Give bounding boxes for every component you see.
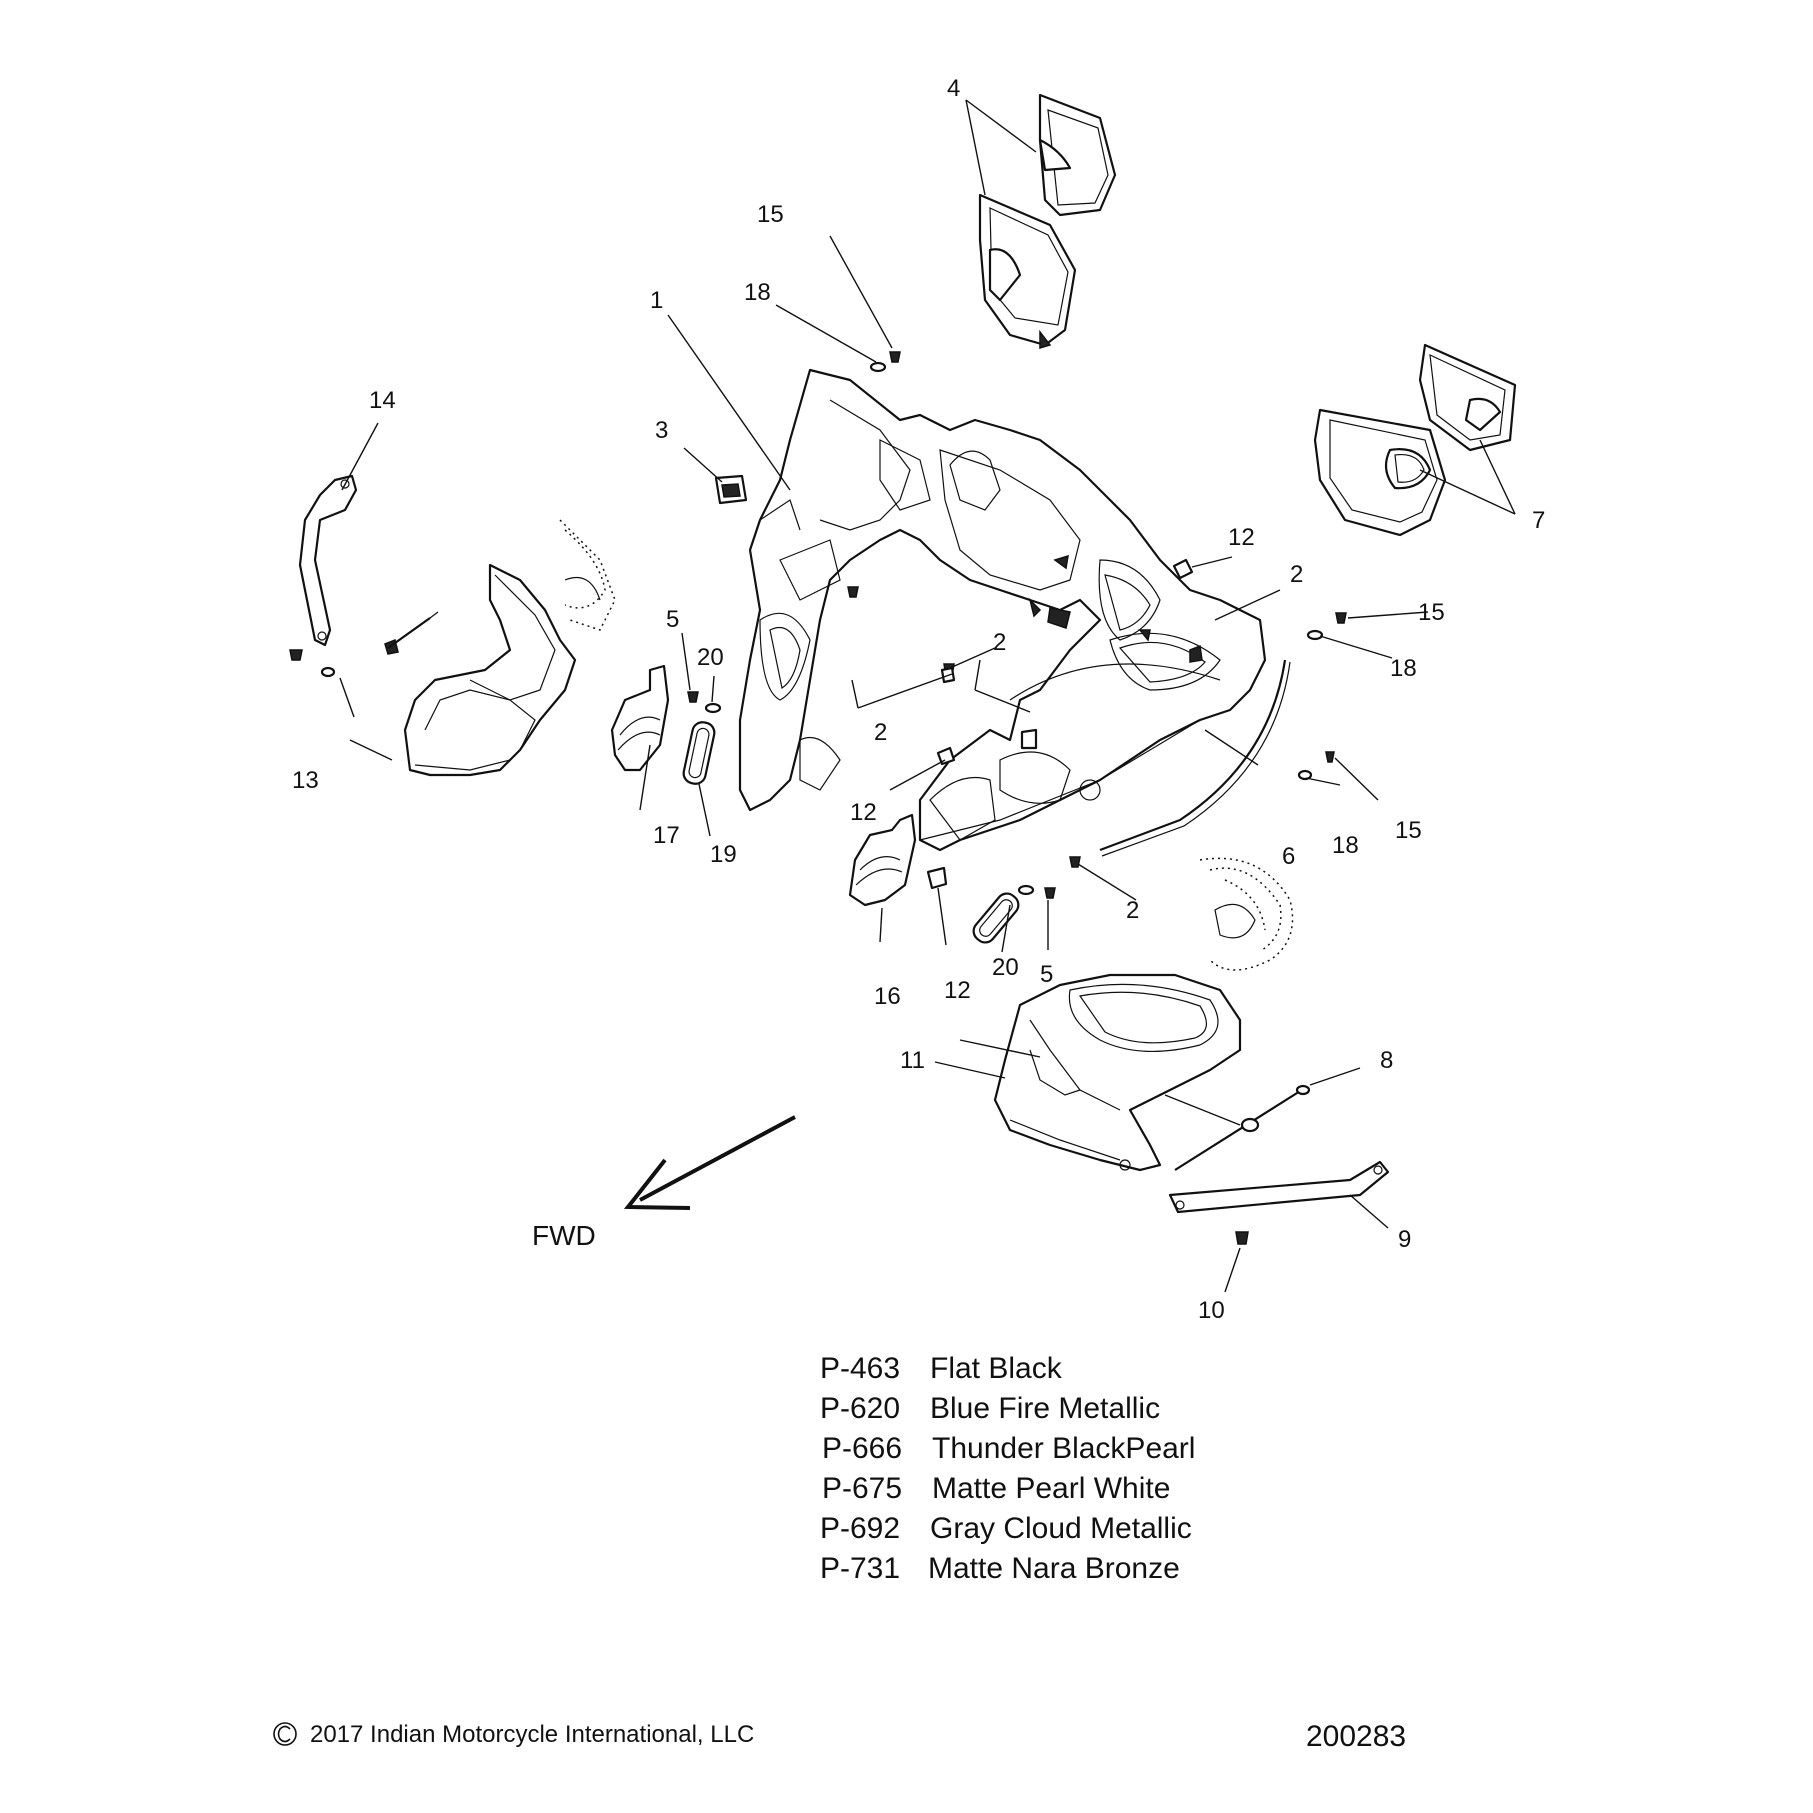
callout-11: 11 [900, 1047, 925, 1074]
part-10-screw [1235, 1231, 1249, 1245]
part-seal-right [972, 892, 1020, 944]
callout-10: 10 [1198, 1297, 1225, 1324]
part-9-mount-bracket-right [1168, 1160, 1390, 1214]
paint-code-row: P-675 Matte Pearl White [822, 1472, 1170, 1505]
callout-7: 7 [1532, 507, 1545, 534]
callout-2-left: 2 [874, 719, 887, 746]
callout-9: 9 [1398, 1226, 1411, 1253]
callout-18-lower: 18 [1332, 832, 1359, 859]
callout-18-top: 18 [744, 279, 771, 306]
callout-18-right: 18 [1390, 655, 1417, 682]
part-13-speaker-housing-left [403, 519, 616, 777]
paint-code-row: P-666 Thunder BlackPearl [822, 1432, 1195, 1465]
callout-13: 13 [292, 767, 319, 794]
copyright-icon [273, 1722, 297, 1746]
svg-text:Blue Fire Metallic: Blue Fire Metallic [930, 1392, 1160, 1425]
callout-8: 8 [1380, 1047, 1393, 1074]
svg-text:Flat Black: Flat Black [930, 1352, 1063, 1385]
svg-text:Matte Pearl White: Matte Pearl White [932, 1472, 1170, 1505]
callout-6: 6 [1282, 843, 1295, 870]
forward-direction-arrow: FWD [532, 1115, 796, 1251]
callout-16: 16 [874, 983, 901, 1010]
callout-15-right: 15 [1418, 599, 1445, 626]
part-1-inner-fairing [738, 368, 1267, 852]
callout-20-right: 20 [992, 954, 1019, 981]
callout-20-left: 20 [697, 644, 724, 671]
callout-12-lower: 12 [944, 977, 971, 1004]
part-6-trim-strip [1099, 659, 1291, 857]
part-4-speaker-cover-top [978, 93, 1117, 350]
part-11-speaker-housing-right [993, 857, 1294, 1172]
svg-text:P-675: P-675 [822, 1472, 902, 1505]
callout-1: 1 [650, 287, 663, 314]
svg-text:P-666: P-666 [822, 1432, 902, 1465]
paint-code-row: P-731 Matte Nara Bronze [820, 1552, 1180, 1585]
svg-text:Matte Nara Bronze: Matte Nara Bronze [928, 1552, 1180, 1585]
paint-code-row: P-620 Blue Fire Metallic [820, 1392, 1160, 1425]
part-17-duct-left [610, 664, 670, 772]
part-8-rod [1174, 1084, 1311, 1171]
leader-lines [339, 99, 1516, 1293]
callout-14: 14 [369, 387, 396, 414]
part-3-clip [714, 474, 748, 505]
callout-numbers: 4 15 18 1 3 14 7 12 2 15 5 20 2 18 2 13 … [292, 75, 1545, 1324]
paint-code-row: P-463 Flat Black [820, 1352, 1063, 1385]
part-14-mount-bracket-left [298, 474, 358, 647]
part-7-speaker-cover-right [1313, 343, 1517, 537]
fwd-label: FWD [532, 1220, 596, 1251]
callout-17: 17 [653, 822, 680, 849]
svg-text:P-731: P-731 [820, 1552, 900, 1585]
callout-2-upper-right: 2 [1290, 561, 1303, 588]
callout-19: 19 [710, 841, 737, 868]
copyright-text: 2017 Indian Motorcycle International, LL… [310, 1721, 754, 1748]
callout-5-right: 5 [1040, 961, 1053, 988]
hardware [289, 351, 1347, 899]
callout-3: 3 [655, 417, 668, 444]
svg-text:Gray Cloud Metallic: Gray Cloud Metallic [930, 1512, 1192, 1545]
svg-text:Thunder BlackPearl: Thunder BlackPearl [932, 1432, 1195, 1465]
svg-text:P-620: P-620 [820, 1392, 900, 1425]
callout-12-middle: 12 [850, 799, 877, 826]
svg-text:P-692: P-692 [820, 1512, 900, 1545]
part-16-duct-right [848, 813, 917, 907]
paint-code-legend: P-463 Flat Black P-620 Blue Fire Metalli… [820, 1352, 1195, 1585]
callout-15-top: 15 [757, 201, 784, 228]
part-19-seal-left [682, 721, 716, 785]
callout-2-center: 2 [993, 629, 1006, 656]
footer: 2017 Indian Motorcycle International, LL… [273, 1720, 1406, 1753]
callout-4: 4 [947, 75, 960, 102]
callout-15-lower: 15 [1395, 817, 1422, 844]
paint-code-row: P-692 Gray Cloud Metallic [820, 1512, 1192, 1545]
drawing-number: 200283 [1306, 1720, 1406, 1753]
svg-text:P-463: P-463 [820, 1352, 900, 1385]
callout-12-upper: 12 [1228, 524, 1255, 551]
callout-5-left: 5 [666, 606, 679, 633]
callout-2-lower: 2 [1126, 897, 1139, 924]
